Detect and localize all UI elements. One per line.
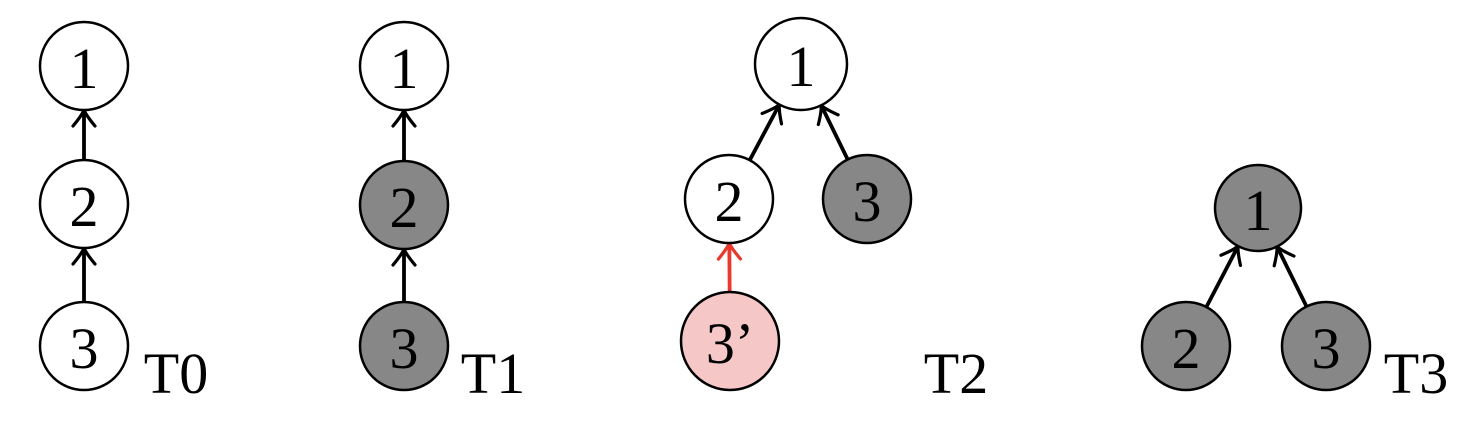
- edge-2-to-1: [748, 102, 784, 162]
- tree-T2: 1 2 3 3’ T2: [679, 16, 988, 406]
- node-T3-1: [1213, 163, 1303, 253]
- node-T2-2: [683, 153, 775, 245]
- node-label-T3-3: 3: [1312, 316, 1341, 381]
- edge-3-to-1: [1272, 244, 1309, 308]
- tree-T3: 1 2 3 T3: [1140, 163, 1448, 406]
- node-label-T2-1: 1: [787, 34, 816, 99]
- node-label-T1-2: 2: [390, 175, 419, 240]
- tree-label-T1: T1: [461, 341, 525, 406]
- node-T2-1: [753, 16, 849, 112]
- node-label-T3-1: 1: [1244, 178, 1273, 243]
- tree-T0: 1 2 3 T0: [38, 20, 208, 406]
- node-T1-3: [358, 300, 450, 392]
- node-label-T2-3p: 3’: [706, 311, 754, 376]
- node-T1-2: [358, 159, 450, 251]
- node-label-T0-1: 1: [70, 36, 99, 101]
- node-label-T2-2: 2: [715, 169, 744, 234]
- node-label-T3-2: 2: [1172, 316, 1201, 381]
- node-T2-3: [821, 153, 913, 245]
- node-T3-3: [1280, 300, 1372, 392]
- tree-label-T0: T0: [144, 341, 208, 406]
- node-T0-3: [38, 300, 130, 392]
- node-T0-1: [38, 20, 130, 112]
- edge-3-to-1: [816, 103, 850, 161]
- node-T3-2: [1140, 300, 1232, 392]
- node-label-T0-2: 2: [70, 174, 99, 239]
- node-T2-3p: [679, 290, 781, 392]
- node-label-T2-3: 3: [853, 169, 882, 234]
- node-T1-1: [358, 20, 450, 112]
- tree-T1: 1 2 3 T1: [358, 20, 525, 406]
- tree-label-T2: T2: [924, 341, 988, 406]
- node-label-T0-3: 3: [70, 316, 99, 381]
- node-label-T1-3: 3: [390, 316, 419, 381]
- node-label-T1-1: 1: [390, 36, 419, 101]
- tree-label-T3: T3: [1384, 341, 1448, 406]
- edge-2-to-1: [1204, 244, 1243, 308]
- node-T0-2: [38, 158, 130, 250]
